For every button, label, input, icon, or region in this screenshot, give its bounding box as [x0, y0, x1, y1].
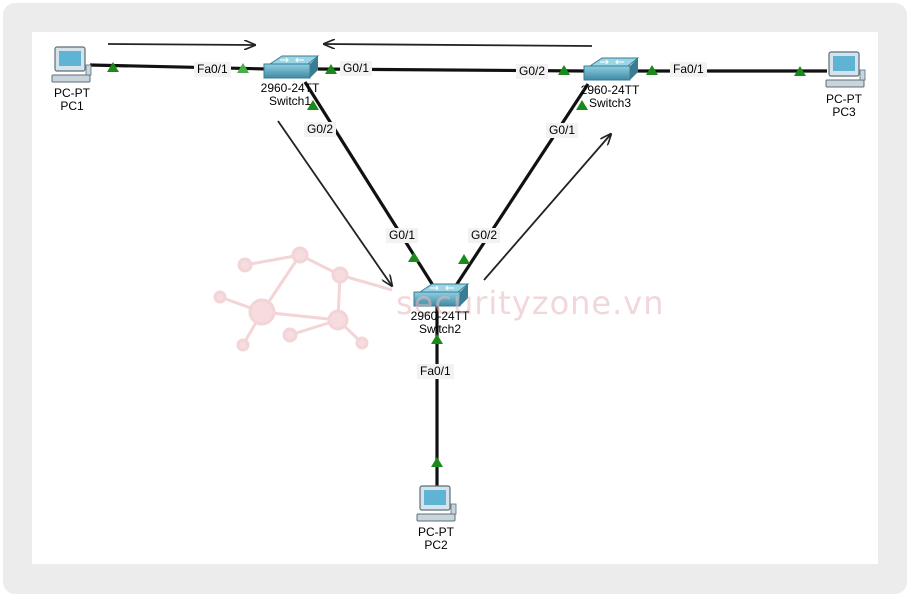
link-up-indicator	[408, 252, 420, 262]
pc2-label: PC-PT PC2	[412, 526, 460, 552]
switch2-name: Switch2	[418, 322, 462, 336]
switch3-icon[interactable]	[583, 57, 640, 81]
link-up-indicator	[107, 62, 119, 72]
link-up-indicator	[237, 63, 249, 73]
switch3-name: Switch3	[588, 96, 632, 110]
link-up-indicator	[458, 254, 470, 264]
switch2-model: 2960-24TT	[410, 309, 470, 323]
port-label-sw2-pc2: Fa0/1	[417, 364, 454, 379]
pc2-name: PC2	[424, 538, 448, 552]
pc2-model: PC-PT	[418, 525, 454, 539]
link-switch1-switch2[interactable]	[303, 81, 436, 288]
switch3-model: 2960-24TT	[580, 83, 640, 97]
pc2-icon[interactable]	[416, 485, 457, 522]
watermark-logo	[213, 246, 393, 352]
traffic-arrow-switch1-switch2	[277, 120, 392, 286]
link-up-indicator	[794, 66, 806, 76]
switch2-label: 2960-24TT Switch2	[400, 310, 480, 336]
link-up-indicator	[307, 100, 319, 110]
port-label-sw2-g01: G0/1	[386, 228, 419, 243]
port-label-sw2-g02: G0/2	[468, 228, 501, 243]
switch1-icon[interactable]	[263, 55, 320, 79]
port-label-pc1-sw1: Fa0/1	[194, 62, 231, 77]
pc3-name: PC3	[832, 105, 856, 119]
traffic-arrow-switch2-switch3	[483, 134, 611, 281]
pc1-name: PC1	[60, 99, 84, 113]
pc1-model: PC-PT	[54, 86, 90, 100]
pc1-label: PC-PT PC1	[48, 87, 96, 113]
switch1-label: 2960-24TT Switch1	[250, 82, 330, 108]
link-up-indicator	[431, 334, 443, 344]
link-up-indicator	[646, 65, 658, 75]
port-label-sw1-g02: G0/2	[304, 122, 337, 137]
switch1-name: Switch1	[268, 94, 312, 108]
port-label-sw3-g02: G0/2	[516, 64, 549, 79]
port-label-sw3-g01: G0/1	[546, 123, 579, 138]
link-up-indicator	[325, 64, 337, 74]
switch2-icon[interactable]	[413, 283, 470, 307]
traffic-arrow-switch3-switch1	[324, 44, 593, 46]
port-label-sw1-g01: G0/1	[340, 61, 373, 76]
link-up-indicator	[576, 100, 588, 110]
switch1-model: 2960-24TT	[260, 81, 320, 95]
pc3-icon[interactable]	[825, 51, 866, 88]
pc3-model: PC-PT	[826, 92, 862, 106]
pc3-label: PC-PT PC3	[820, 93, 868, 119]
link-up-indicator	[558, 65, 570, 75]
watermark-text: securityzone.vn	[396, 284, 665, 322]
link-pc1-switch1[interactable]	[89, 63, 269, 71]
traffic-arrow-pc1-switch1	[107, 44, 255, 45]
pc1-icon[interactable]	[51, 46, 92, 83]
link-switch3-switch2[interactable]	[453, 83, 590, 288]
link-up-indicator	[431, 457, 443, 467]
switch3-label: 2960-24TT Switch3	[570, 84, 650, 110]
port-label-sw3-pc3: Fa0/1	[670, 62, 707, 77]
